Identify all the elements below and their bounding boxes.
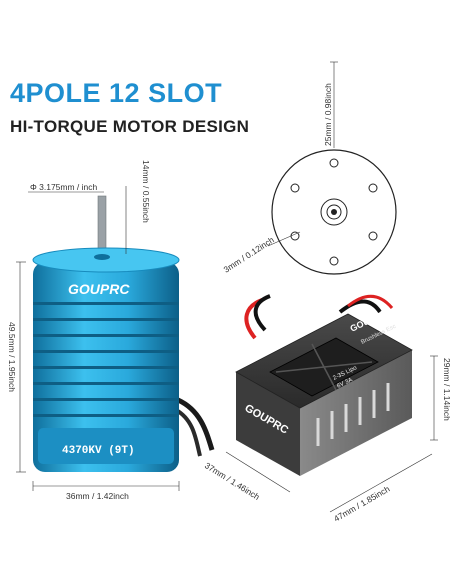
esc-amps-label: 60A xyxy=(395,321,412,336)
mount-hole xyxy=(329,158,339,168)
motor-height-label: 49.5mm / 1.95inch xyxy=(7,322,17,392)
esc-heatsink xyxy=(316,383,390,446)
esc-wire-red xyxy=(244,298,263,340)
motor-brand-logo: GOUPRC xyxy=(68,281,130,297)
end-view-bearing xyxy=(320,198,348,226)
esc: GOUPRC GOUPRC Brushless Esc 60A 2-3S Lip… xyxy=(235,294,413,476)
shaft-diameter-label: Φ 3.175mm / inch xyxy=(30,182,98,192)
esc-length-label: 47mm / 1.85inch xyxy=(332,484,392,524)
motor-shaft-bore xyxy=(94,254,110,260)
headline: 4POLE 12 SLOT xyxy=(10,78,223,108)
mount-hole xyxy=(329,256,339,266)
mount-hole xyxy=(368,183,378,193)
motor-width-label: 36mm / 1.42inch xyxy=(66,491,129,501)
esc-wire-red xyxy=(347,294,394,309)
esc-height-label: 29mm / 1.14inch xyxy=(442,358,452,421)
motor-cable xyxy=(174,408,202,457)
mount-hole-label: 3mm / 0.12inch xyxy=(222,234,276,274)
esc-side-face xyxy=(300,350,412,476)
end-view-diameter-label: 25mm / 0.98inch xyxy=(323,83,333,146)
esc-wire-black xyxy=(253,294,271,332)
shaft-length-label: 14mm / 0.55inch xyxy=(141,160,151,223)
motor-cable xyxy=(176,397,215,451)
motor-kv-label: 4370KV (9T) xyxy=(62,445,135,457)
subheadline: HI-TORQUE MOTOR DESIGN xyxy=(10,117,250,136)
motor-dimensions: Φ 3.175mm / inch 14mm / 0.55inch 49.5mm … xyxy=(7,160,180,501)
motor-top-cap xyxy=(32,247,180,273)
motor-fins xyxy=(33,302,179,417)
motor-label-band xyxy=(38,428,174,464)
esc-front-face xyxy=(236,372,300,476)
esc-depth-label: 37mm / 1.46inch xyxy=(203,460,262,502)
motor-shaft xyxy=(97,195,107,255)
esc-wire-black xyxy=(338,299,382,314)
mount-hole xyxy=(368,231,378,241)
mount-hole xyxy=(290,183,300,193)
motor-end-view: 25mm / 0.98inch 3mm / 0.12inch xyxy=(222,61,397,275)
motor: GOUPRC 4370KV (9T) xyxy=(32,195,215,472)
